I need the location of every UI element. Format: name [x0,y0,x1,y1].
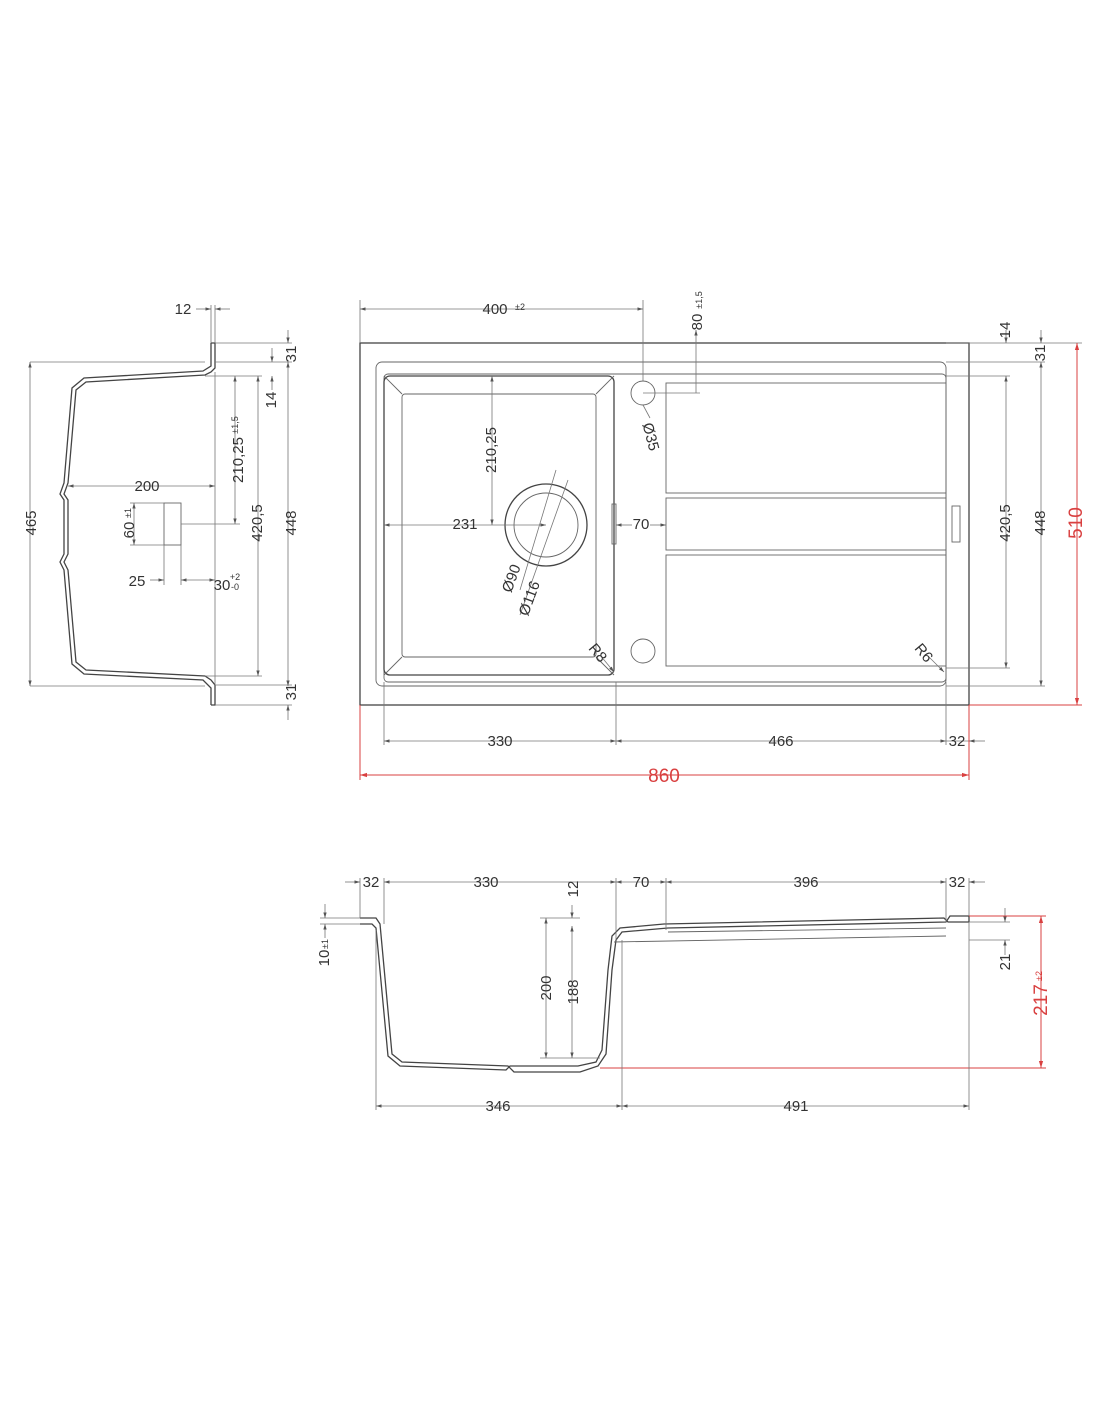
top-dim-330: 330 [487,733,512,750]
side-dim-30-tol-up: +2 [230,572,240,582]
side-dim-31-top: 31 [283,346,300,363]
front-dim-330: 330 [473,874,498,891]
front-dim-21: 21 [997,954,1014,971]
front-dim-10-tol: ±1 [320,939,330,949]
overflow-slot [951,505,961,543]
top-dim-14: 14 [997,322,1014,339]
side-dim-448: 448 [283,510,300,535]
side-drain [163,502,182,546]
front-dim-12: 12 [565,881,582,898]
front-dim-70: 70 [633,874,650,891]
bowl [383,375,615,676]
side-dim-25: 25 [129,573,146,590]
top-dim-466: 466 [768,733,793,750]
top-dim-80-tol: ±1,5 [694,291,704,308]
top-dim-90: Ø90 [499,562,525,594]
side-dim-200: 200 [134,478,159,495]
top-dim-400: 400 [482,301,507,318]
top-dim-31: 31 [1032,345,1049,362]
side-profile-outer [63,342,216,706]
front-dim-346: 346 [485,1098,510,1115]
front-profile-outer [360,915,970,1073]
side-profile-inner [59,343,212,705]
front-profile-inner [360,917,969,1071]
side-dim-14: 14 [263,392,280,409]
top-dim-510: 510 [1066,507,1087,539]
side-dim-210-tol: ±1,5 [230,416,240,433]
front-dim-491: 491 [783,1098,808,1115]
top-dim-448: 448 [1032,510,1049,535]
side-dim-60-tol: ±1 [123,508,133,518]
drainer-panel-1 [665,382,947,494]
top-dim-116: Ø116 [516,579,544,618]
front-dim-32-right: 32 [949,874,966,891]
front-dim-217: 217 [1031,984,1052,1016]
front-view: 32 330 12 70 396 32 10 ±1 200 188 21 217… [316,874,1052,1115]
top-dim-80: 80 [689,314,706,331]
sink-outer [359,342,970,706]
side-dim-31-bottom: 31 [283,684,300,701]
side-dim-60: 60 [121,522,138,539]
drainer-panel-2 [665,497,947,551]
front-dim-188: 188 [565,979,582,1004]
front-dim-396: 396 [793,874,818,891]
side-dim-465: 465 [23,510,40,535]
top-dim-400-tol: ±2 [515,302,525,312]
side-dim-12: 12 [175,301,192,318]
top-dim-35: Ø35 [638,421,662,453]
side-dim-420: 420,5 [249,504,266,542]
top-dim-231: 231 [452,516,477,533]
side-view: 12 31 14 210,25 ±1,5 420,5 448 465 200 6… [23,301,300,720]
drainer-panel-3 [665,554,947,667]
top-dim-70: 70 [633,516,650,533]
front-dim-200: 200 [538,975,555,1000]
front-dim-217-tol: ±2 [1034,971,1044,981]
side-dim-30: 30 [214,577,231,594]
top-dim-r6: R6 [911,640,936,666]
top-dim-210: 210,25 [483,427,500,473]
top-view: 400 ±2 80 ±1,5 14 31 420,5 448 510 210,2… [359,291,1087,787]
side-dim-30-tol-dn: -0 [231,582,239,592]
top-dim-860: 860 [648,766,680,787]
front-dim-32-left: 32 [363,874,380,891]
top-dim-420: 420,5 [997,504,1014,542]
front-dim-10: 10 [316,950,333,967]
top-dim-32: 32 [949,733,966,750]
tap-hole-2 [630,638,656,664]
side-dim-210: 210,25 [230,437,247,483]
